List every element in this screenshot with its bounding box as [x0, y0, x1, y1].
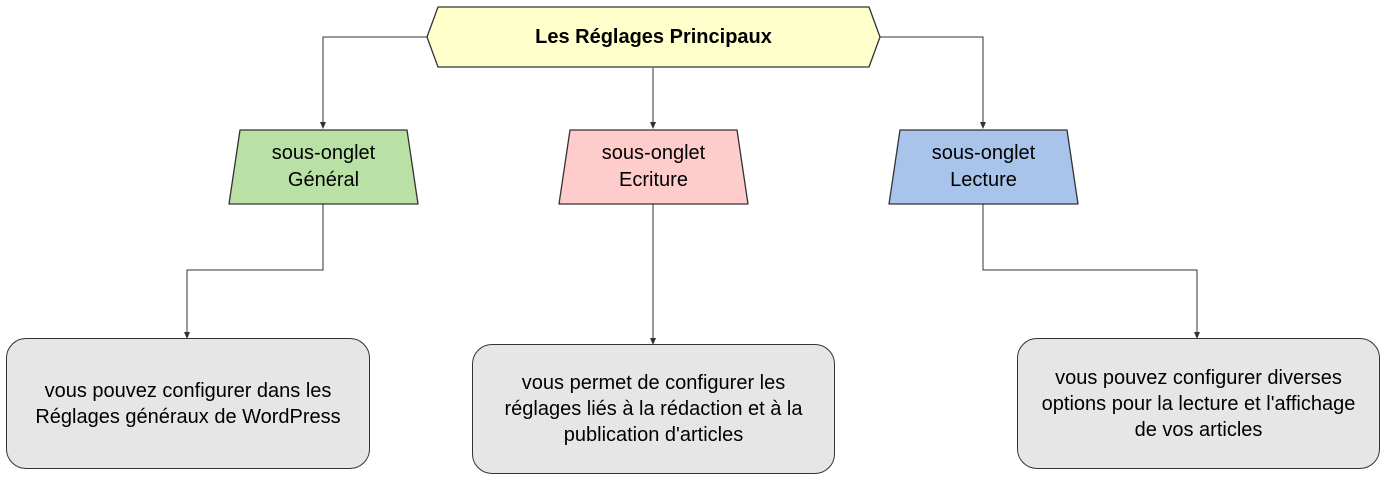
desc-general: vous pouvez configurer dans les Réglages… [6, 338, 370, 469]
desc-ecriture-text: vous permet de configurer les réglages l… [504, 372, 803, 446]
root-hexagon-shape [426, 6, 881, 68]
tab-lecture: sous-onglet Lecture [888, 129, 1079, 205]
tab-lecture-label: sous-onglet Lecture [931, 142, 1036, 191]
tab-ecriture-shape [558, 129, 749, 205]
tab-lecture-shape [888, 129, 1079, 205]
connector-root-to-lecture [879, 36, 986, 129]
root-node: Les Réglages Principaux [426, 6, 881, 68]
desc-ecriture: vous permet de configurer les réglages l… [472, 344, 835, 474]
desc-general-text: vous pouvez configurer dans les Réglages… [35, 379, 341, 428]
tab-general-shape [228, 129, 419, 205]
tab-ecriture-label: sous-onglet Ecriture [601, 142, 706, 191]
tab-general: sous-onglet Général [228, 129, 419, 205]
tab-general-label: sous-onglet Général [271, 142, 376, 191]
desc-lecture-text: vous pouvez configurer diverses options … [1041, 366, 1356, 441]
connector-lecture-to-desc [982, 204, 1200, 339]
connector-root-to-general [320, 36, 429, 129]
connector-general-to-desc [184, 204, 324, 339]
desc-lecture: vous pouvez configurer diverses options … [1017, 338, 1380, 469]
tab-ecriture: sous-onglet Ecriture [558, 129, 749, 205]
root-label: Les Réglages Principaux [535, 25, 772, 48]
